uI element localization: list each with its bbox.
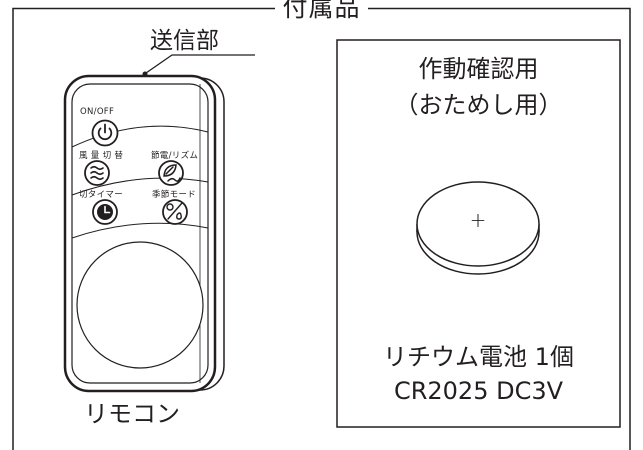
battery-model: CR2025 DC3V <box>393 377 564 405</box>
battery-title: 作動確認用 <box>418 55 539 83</box>
transmitter-label: 送信部 <box>150 28 219 54</box>
battery-polarity-mark: + <box>469 208 487 232</box>
season-mode-icon <box>166 202 183 220</box>
battery-name: リチウム電池 1個 <box>383 343 574 371</box>
timer-button <box>92 199 118 225</box>
transmitter-leader-line <box>145 54 255 74</box>
remote-dial <box>76 241 204 369</box>
wind-icon <box>90 165 104 181</box>
airflow-button-label: 風 量 切 替 <box>79 151 124 161</box>
frame-title: 付属品 <box>0 0 643 25</box>
remote-inner-panel <box>71 83 209 384</box>
rhythm-button <box>158 160 184 186</box>
season-button <box>162 199 188 225</box>
timer-button-label: 切タイマー <box>79 190 124 200</box>
battery-subtitle: （おためし用） <box>394 91 563 119</box>
divider-curve-1 <box>71 125 209 148</box>
season-button-label: 季節モード <box>152 190 197 200</box>
divider-curve-2 <box>71 177 209 196</box>
leaf-wave-icon <box>163 164 181 182</box>
battery-face <box>416 181 540 267</box>
power-button-label: ON/OFF <box>80 107 115 117</box>
coin-battery-drawing <box>416 181 540 275</box>
remote-control-drawing <box>63 74 225 393</box>
airflow-button <box>84 160 110 186</box>
power-button <box>91 119 119 147</box>
rhythm-button-label: 節電/リズム <box>151 151 199 161</box>
remote-name: リモコン <box>84 400 180 428</box>
divider-curve-3 <box>71 222 209 239</box>
power-icon <box>97 127 113 141</box>
battery-box <box>336 39 621 428</box>
